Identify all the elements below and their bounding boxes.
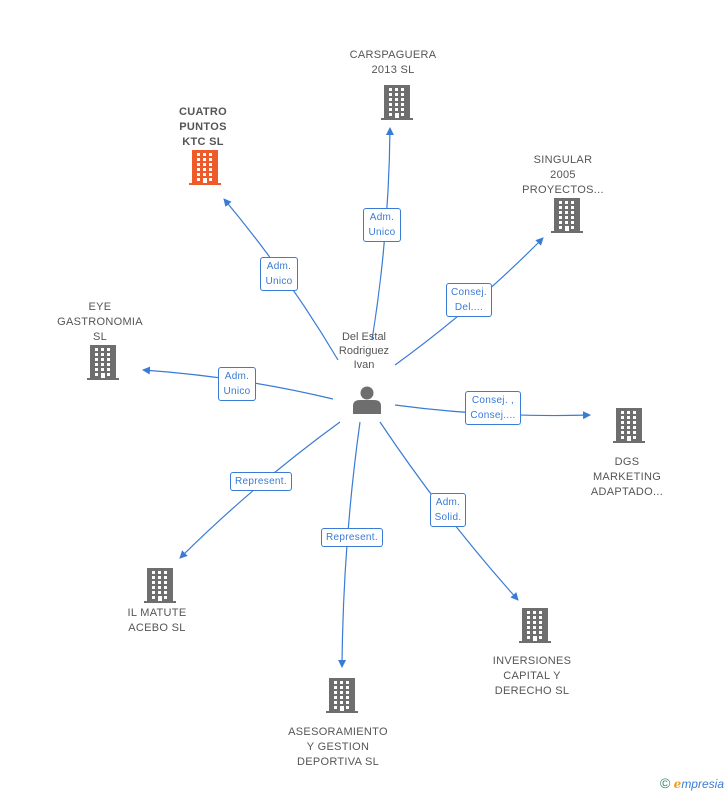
edge-label-singular[interactable]: Consej. Del.... bbox=[445, 283, 492, 317]
edge-label-asesoramiento[interactable]: Represent. bbox=[321, 527, 383, 547]
edge-label-eye[interactable]: Adm. Unico bbox=[218, 367, 256, 401]
person-icon[interactable] bbox=[353, 386, 381, 415]
building-icon-carspaguera[interactable] bbox=[381, 85, 413, 120]
building-icon-dgs[interactable] bbox=[613, 408, 645, 443]
edge-label-cuatro[interactable]: Adm. Unico bbox=[260, 257, 298, 291]
edge-label-dgs[interactable]: Consej. , Consej.... bbox=[465, 391, 521, 425]
edge-label-carspaguera[interactable]: Adm. Unico bbox=[363, 208, 401, 242]
company-label-carspaguera[interactable]: CARSPAGUERA 2013 SL bbox=[349, 49, 437, 76]
company-label-dgs[interactable]: DGS MARKETING ADAPTADO... bbox=[590, 456, 664, 498]
edge-label-inversiones[interactable]: Adm. Solid. bbox=[429, 493, 467, 527]
company-label-cuatro[interactable]: CUATRO PUNTOS KTC SL bbox=[178, 106, 228, 148]
building-icon-asesoramiento[interactable] bbox=[326, 678, 358, 713]
building-icon-eye[interactable] bbox=[87, 345, 119, 380]
edge-label-matute[interactable]: Represent. bbox=[230, 471, 292, 491]
company-label-asesoramiento[interactable]: ASESORAMIENTO Y GESTION DEPORTIVA SL bbox=[288, 726, 388, 768]
company-label-inversiones[interactable]: INVERSIONES CAPITAL Y DERECHO SL bbox=[492, 655, 572, 697]
brand-footer: © empresia bbox=[660, 775, 724, 791]
brand-logo-initial: e bbox=[673, 777, 682, 791]
person-label[interactable]: Del Estal Rodriguez Ivan bbox=[338, 331, 390, 371]
building-icon-matute[interactable] bbox=[144, 568, 176, 603]
company-label-eye[interactable]: EYE GASTRONOMIA SL bbox=[57, 301, 143, 343]
company-label-matute[interactable]: IL MATUTE ACEBO SL bbox=[127, 607, 187, 634]
building-icon-singular[interactable] bbox=[551, 198, 583, 233]
building-icon-inversiones[interactable] bbox=[519, 608, 551, 643]
company-label-singular[interactable]: SINGULAR 2005 PROYECTOS... bbox=[522, 154, 604, 196]
copyright-icon: © bbox=[660, 775, 671, 791]
brand-name: mpresia bbox=[681, 777, 724, 791]
building-icon-cuatro[interactable] bbox=[189, 150, 221, 185]
